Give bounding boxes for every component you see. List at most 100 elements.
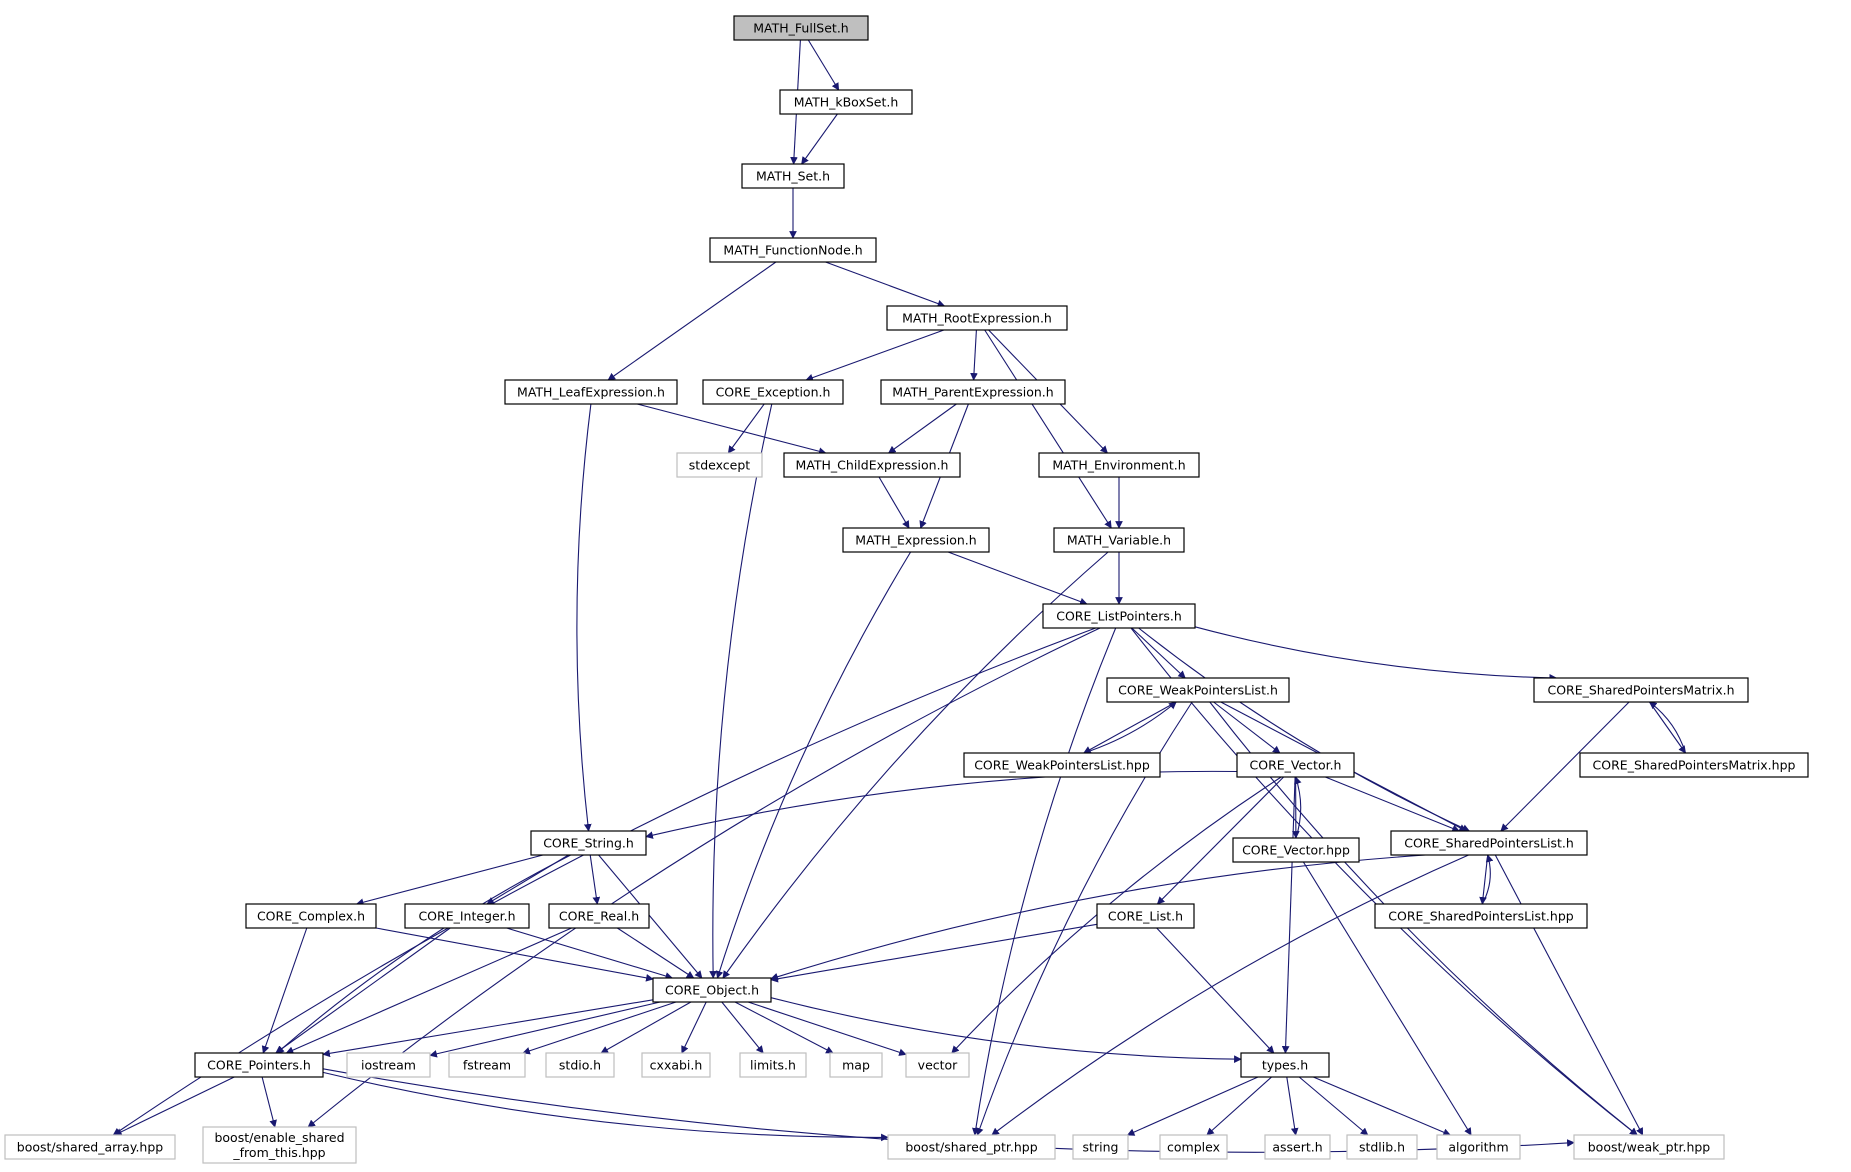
node-label: fstream [463, 1058, 511, 1073]
node-box [1053, 527, 1185, 553]
edge-object-to-pointers [322, 999, 654, 1058]
node-listpointers[interactable]: CORE_ListPointers.h [1042, 603, 1196, 629]
node-kboxset[interactable]: MATH_kBoxSet.h [779, 89, 913, 115]
node-sharedlisthpp[interactable]: CORE_SharedPointersList.hpp [1374, 903, 1588, 929]
edge-sharedlist-to-object [770, 854, 1426, 981]
node-box [1436, 1134, 1521, 1160]
node-label: MATH_Environment.h [1052, 458, 1185, 473]
node-label: limits.h [750, 1058, 796, 1073]
node-label: MATH_FullSet.h [753, 21, 848, 36]
edge-integer-to-pointers [275, 927, 451, 1054]
node-box [709, 237, 877, 263]
node-layer: MATH_FullSet.hMATH_kBoxSet.hMATH_Set.hMA… [4, 15, 1809, 1164]
node-fullset[interactable]: MATH_FullSet.h [733, 15, 869, 41]
node-vectorhpp[interactable]: CORE_Vector.hpp [1232, 837, 1360, 863]
node-box [1573, 1134, 1725, 1160]
node-box [887, 1134, 1056, 1160]
node-complex[interactable]: CORE_Complex.h [245, 903, 377, 929]
node-sharedmatrix[interactable]: CORE_SharedPointersMatrix.h [1533, 677, 1749, 703]
node-label: CORE_WeakPointersList.h [1118, 683, 1278, 698]
node-label: MATH_FunctionNode.h [723, 243, 862, 258]
node-list[interactable]: CORE_List.h [1096, 903, 1195, 929]
node-box [880, 379, 1066, 405]
node-label: boost/weak_ptr.hpp [1588, 1140, 1711, 1155]
node-box [1106, 677, 1290, 703]
edge-fullset-to-kboxset [807, 39, 840, 91]
edge-expression-to-listpointers [947, 551, 1088, 606]
node-box [783, 452, 961, 478]
node-leafexpr[interactable]: MATH_LeafExpression.h [504, 379, 678, 405]
node-expression[interactable]: MATH_Expression.h [842, 527, 990, 553]
edge-pointers-to-sharedarray [114, 1076, 235, 1136]
edge-sharedlisthpp-to-sharedlist [1481, 854, 1494, 905]
node-sharedptr: boost/shared_ptr.hpp [887, 1134, 1056, 1160]
node-label: algorithm [1448, 1140, 1508, 1155]
node-string[interactable]: CORE_String.h [530, 830, 647, 856]
node-box [1042, 603, 1196, 629]
edge-listpointers-to-sharedlist [1138, 627, 1471, 832]
node-vector[interactable]: CORE_Vector.h [1236, 752, 1355, 778]
node-box [448, 1052, 526, 1078]
node-functionnode[interactable]: MATH_FunctionNode.h [709, 237, 877, 263]
node-box [842, 527, 990, 553]
node-box [886, 305, 1068, 331]
node-label: MATH_LeafExpression.h [517, 385, 665, 400]
node-types[interactable]: types.h [1240, 1052, 1330, 1078]
node-object[interactable]: CORE_Object.h [652, 977, 772, 1003]
node-box [530, 830, 647, 856]
edge-kboxset-to-set [801, 113, 838, 165]
node-assert: assert.h [1264, 1134, 1331, 1160]
node-childexpr[interactable]: MATH_ChildExpression.h [783, 452, 961, 478]
node-sharedlist[interactable]: CORE_SharedPointersList.h [1390, 830, 1588, 856]
edge-childexpr-to-expression [878, 476, 910, 529]
node-set[interactable]: MATH_Set.h [741, 163, 845, 189]
node-complexstd: complex [1159, 1134, 1228, 1160]
edge-expression-to-object [715, 551, 912, 979]
node-box [963, 752, 1161, 778]
edge-parentexpr-to-childexpr [887, 403, 957, 454]
node-sharedmatrixhpp[interactable]: CORE_SharedPointersMatrix.hpp [1579, 752, 1809, 778]
node-box [245, 903, 377, 929]
node-environment[interactable]: MATH_Environment.h [1038, 452, 1200, 478]
node-integer[interactable]: CORE_Integer.h [404, 903, 530, 929]
edge-rootexpr-to-parentexpr [970, 329, 978, 381]
edge-real-to-object [616, 927, 695, 979]
edge-sharedlist-to-weakptr [1494, 854, 1644, 1136]
node-box [905, 1052, 970, 1078]
edge-sharedmatrixhpp-to-sharedmatrix [1648, 701, 1687, 754]
node-box [504, 379, 678, 405]
edge-leafexpr-to-childexpr [637, 403, 827, 455]
edge-object-to-map [734, 1001, 834, 1054]
edge-types-to-complexstd [1206, 1076, 1272, 1136]
edge-string-to-object [598, 854, 703, 979]
node-label: assert.h [1272, 1140, 1322, 1155]
node-box [404, 903, 530, 929]
node-box [194, 1052, 324, 1078]
edge-sharedmatrix-to-sharedlist [1500, 701, 1630, 832]
node-label: boost/shared_ptr.hpp [905, 1140, 1037, 1155]
node-stdlib: stdlib.h [1346, 1134, 1418, 1160]
node-parentexpr[interactable]: MATH_ParentExpression.h [880, 379, 1066, 405]
edge-vector-to-sharedlist [1325, 776, 1460, 832]
node-pointers[interactable]: CORE_Pointers.h [194, 1052, 324, 1078]
edge-functionnode-to-leafexpr [607, 261, 777, 381]
node-stringstd: string [1072, 1134, 1129, 1160]
edge-layer [112, 39, 1687, 1153]
node-real[interactable]: CORE_Real.h [548, 903, 650, 929]
edge-types-to-algorithm [1313, 1076, 1451, 1136]
node-label: CORE_SharedPointersList.h [1404, 836, 1574, 851]
node-label: complex [1167, 1140, 1220, 1155]
edge-rootexpr-to-coreexc [805, 329, 945, 382]
node-weaklisthpp[interactable]: CORE_WeakPointersList.hpp [963, 752, 1161, 778]
node-label: stdio.h [559, 1058, 601, 1073]
node-sharedarray: boost/shared_array.hpp [4, 1134, 176, 1160]
node-coreexc[interactable]: CORE_Exception.h [702, 379, 844, 405]
node-weaklist[interactable]: CORE_WeakPointersList.h [1106, 677, 1290, 703]
node-weakptr: boost/weak_ptr.hpp [1573, 1134, 1725, 1160]
node-rootexpr[interactable]: MATH_RootExpression.h [886, 305, 1068, 331]
edge-leafexpr-to-string [576, 403, 592, 832]
node-variable[interactable]: MATH_Variable.h [1053, 527, 1185, 553]
node-label: CORE_Vector.h [1250, 758, 1342, 773]
edge-list-to-types [1156, 927, 1275, 1054]
